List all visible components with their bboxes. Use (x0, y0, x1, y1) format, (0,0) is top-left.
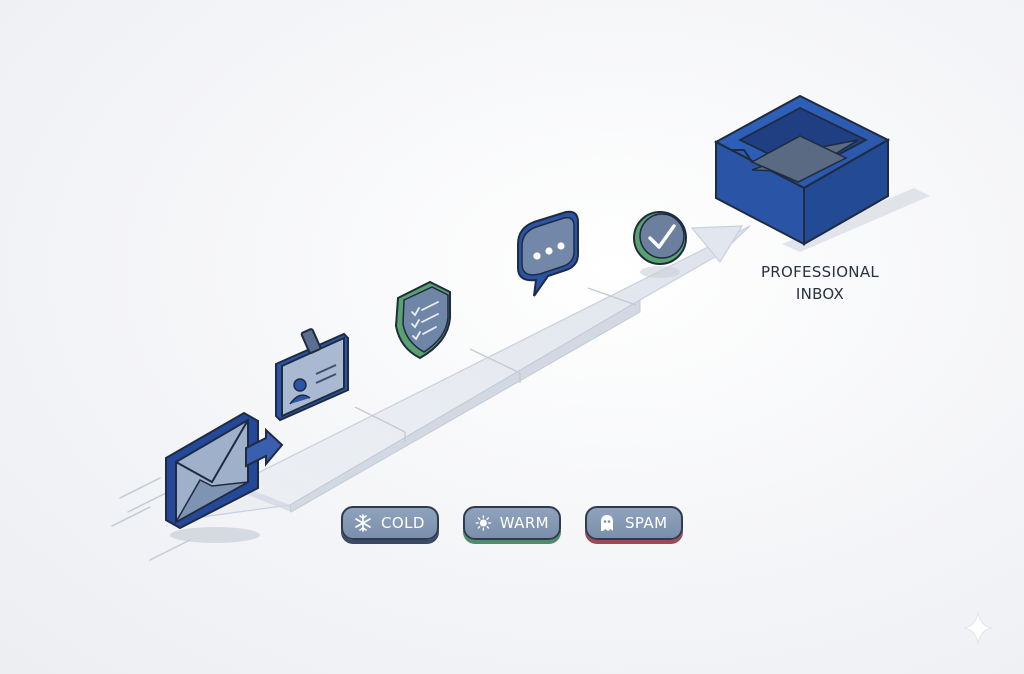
chat-bubble-icon (517, 210, 579, 297)
check-circle-icon (633, 211, 687, 278)
warm-label: WARM (499, 514, 549, 532)
spam-label: SPAM (625, 514, 668, 532)
motion-lines (111, 477, 191, 561)
shield-checklist-icon (394, 280, 451, 360)
warm-chip: WARM (463, 506, 561, 540)
sparkle-icon (963, 611, 993, 645)
snowflake-icon (355, 514, 371, 532)
inbox-tray-icon (713, 94, 930, 252)
cold-label: COLD (381, 514, 425, 532)
cold-chip: COLD (341, 506, 439, 540)
destination-line-1: PROFESSIONAL (760, 263, 880, 281)
professional-inbox-label: PROFESSIONAL INBOX (740, 261, 900, 305)
id-badge-icon (275, 328, 349, 422)
envelope-send-icon (165, 411, 284, 543)
sun-icon (475, 515, 492, 531)
spam-chip: SPAM (585, 506, 683, 540)
ghost-icon (601, 515, 613, 531)
destination-line-2: INBOX (795, 285, 845, 303)
